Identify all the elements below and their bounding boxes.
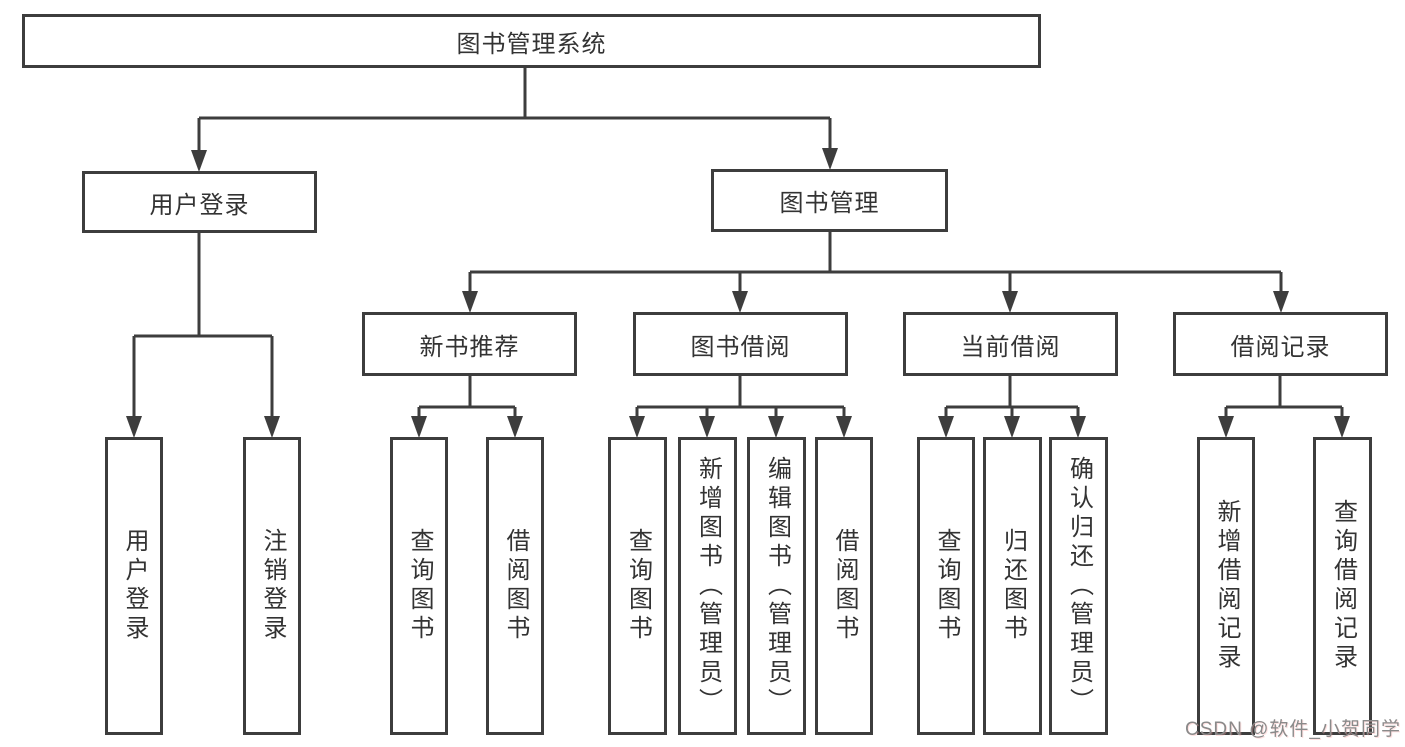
leaf-edit-books-admin-label: 编辑图书（管理员）: [763, 455, 791, 717]
leaf-query-books-2: 查询图书: [608, 437, 667, 735]
node-current-borrowing-label: 当前借阅: [960, 333, 1061, 361]
leaf-logout-label: 注销登录: [259, 528, 286, 644]
leaf-confirm-return-admin: 确认归还（管理员）: [1049, 437, 1108, 735]
leaf-query-borrow-record: 查询借阅记录: [1313, 437, 1372, 735]
leaf-add-books-admin-label: 新增图书（管理员）: [694, 455, 722, 717]
leaf-add-borrow-record: 新增借阅记录: [1197, 437, 1255, 735]
leaf-query-books-3-label: 查询图书: [933, 528, 960, 644]
node-user-login: 用户登录: [82, 171, 317, 233]
node-new-book-recommendation-label: 新书推荐: [419, 333, 520, 361]
leaf-edit-books-admin: 编辑图书（管理员）: [747, 437, 806, 735]
leaf-return-books: 归还图书: [983, 437, 1042, 735]
node-root-label: 图书管理系统: [456, 30, 607, 58]
connector-arrowheads: [126, 148, 1350, 438]
node-borrowing-records-label: 借阅记录: [1230, 333, 1331, 361]
node-book-management: 图书管理: [711, 169, 948, 232]
node-book-borrowing: 图书借阅: [633, 312, 848, 376]
leaf-user-login-label: 用户登录: [121, 528, 148, 644]
leaf-add-books-admin: 新增图书（管理员）: [678, 437, 737, 735]
node-new-book-recommendation: 新书推荐: [362, 312, 577, 376]
leaf-borrow-books-1-label: 借阅图书: [502, 528, 529, 644]
leaf-borrow-books-2-label: 借阅图书: [831, 528, 858, 644]
leaf-query-books-3: 查询图书: [917, 437, 975, 735]
leaf-query-borrow-record-label: 查询借阅记录: [1329, 499, 1357, 673]
node-book-borrowing-label: 图书借阅: [690, 333, 791, 361]
leaf-logout: 注销登录: [243, 437, 301, 735]
csdn-watermark: CSDN @软件_小贺同学: [1185, 719, 1401, 740]
node-borrowing-records: 借阅记录: [1173, 312, 1388, 376]
leaf-return-books-label: 归还图书: [999, 528, 1027, 644]
leaf-query-books-1-label: 查询图书: [406, 528, 433, 644]
leaf-add-borrow-record-label: 新增借阅记录: [1213, 499, 1240, 673]
node-book-management-label: 图书管理: [779, 190, 880, 217]
leaf-user-login: 用户登录: [105, 437, 163, 735]
node-current-borrowing: 当前借阅: [903, 312, 1118, 376]
node-user-login-label: 用户登录: [149, 191, 250, 219]
leaf-query-books-2-label: 查询图书: [624, 528, 652, 644]
leaf-confirm-return-admin-label: 确认归还（管理员）: [1065, 455, 1093, 717]
leaf-borrow-books-2: 借阅图书: [815, 437, 873, 735]
leaf-borrow-books-1: 借阅图书: [486, 437, 544, 735]
leaf-query-books-1: 查询图书: [390, 437, 448, 735]
node-root: 图书管理系统: [22, 14, 1041, 68]
